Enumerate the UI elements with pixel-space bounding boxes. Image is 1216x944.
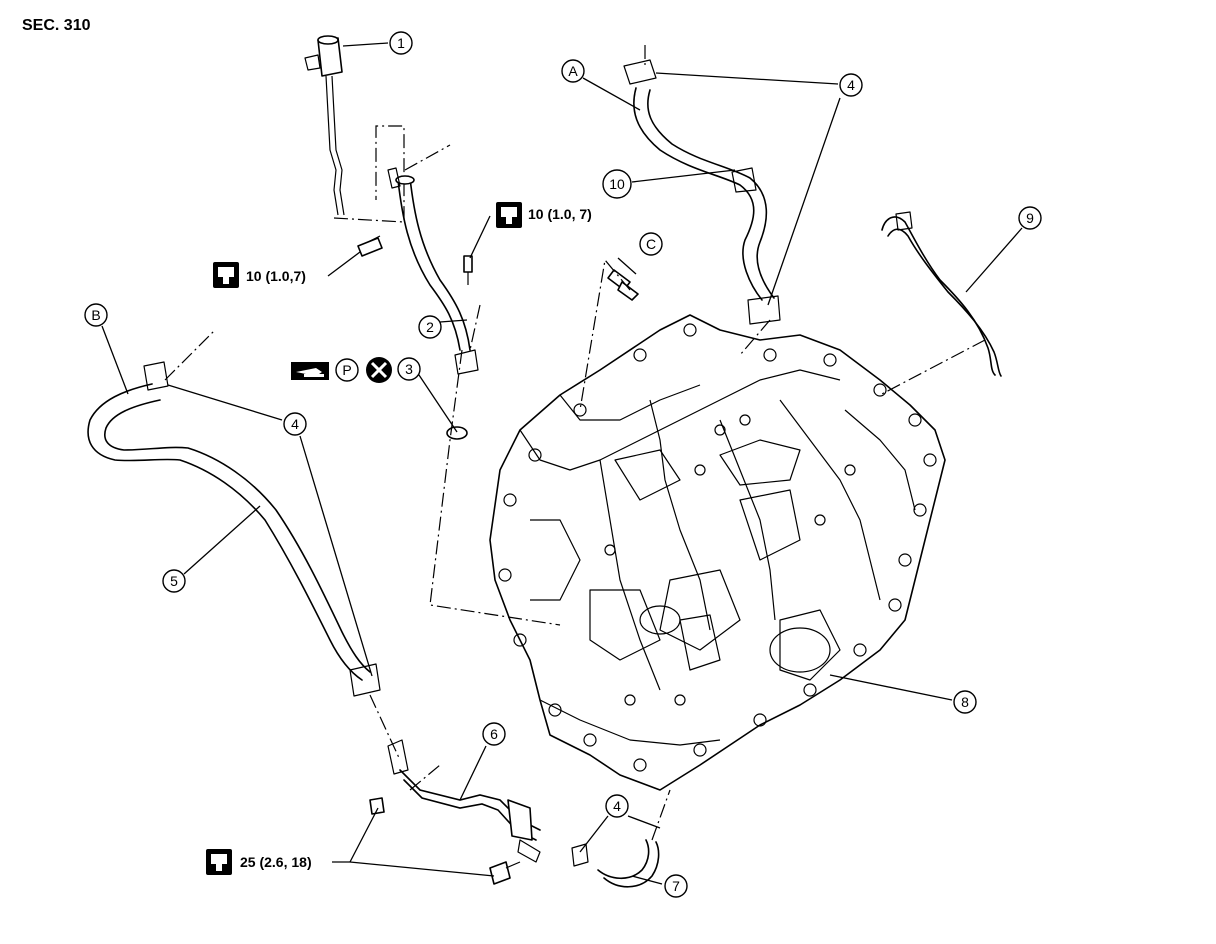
hose-5-bottom-dashline: [369, 694, 401, 761]
svg-text:P: P: [342, 362, 351, 378]
callout-3: 3: [397, 357, 421, 381]
callout-8: 8: [953, 690, 977, 714]
svg-text:6: 6: [490, 726, 498, 742]
bolt-gauge: [357, 235, 383, 257]
svg-text:4: 4: [291, 416, 299, 432]
svg-text:9: 9: [1026, 210, 1034, 226]
callout-7: 7: [664, 874, 688, 898]
part-9-fluid-cooler-hose: [881, 211, 1002, 377]
transaxle-assembly: [489, 314, 946, 791]
section-label: SEC. 310: [22, 17, 91, 34]
svg-text:25 (2.6, 18): 25 (2.6, 18): [240, 854, 312, 870]
svg-text:C: C: [646, 236, 656, 252]
callout-4-bottom: 4: [605, 794, 629, 818]
pipe-3-dashline: [469, 304, 481, 351]
svg-text:4: 4: [613, 798, 621, 814]
part-2-fluid-charging-pipe: [387, 167, 479, 375]
part-1-fluid-level-gauge: [304, 35, 345, 216]
callout-b: B: [84, 303, 108, 327]
callout-2: 2: [418, 315, 442, 339]
callout-4-top: 4: [839, 73, 863, 97]
part-5-fluid-cooler-hose: [87, 361, 381, 697]
gauge-assembly-dashline: [333, 125, 405, 223]
leader-lines: [101, 42, 1023, 885]
bolt-pipe: [463, 255, 473, 285]
bolt-tube-lower: [489, 861, 521, 885]
svg-text:2: 2: [426, 319, 434, 335]
callout-p: P: [335, 358, 359, 382]
tightening-torque-icon: [496, 202, 522, 228]
part-10-fluid-cooler-hose: [623, 59, 781, 325]
callout-1: 1: [389, 31, 413, 55]
bolt-c-dashline: [579, 258, 631, 411]
svg-text:10 (1.0, 7): 10 (1.0, 7): [528, 206, 592, 222]
part-7-fluid-cooler-hose: [571, 839, 660, 888]
tightening-torque-icon: [213, 262, 239, 288]
hose-9-dashline: [879, 339, 986, 396]
part-3-o-ring: [446, 426, 468, 440]
part-6-fluid-cooler-tube: [387, 739, 541, 863]
hose-10-bottom-dashline: [739, 319, 771, 356]
callout-5: 5: [162, 569, 186, 593]
svg-text:A: A: [568, 63, 578, 79]
svg-text:7: 7: [672, 878, 680, 894]
bolt-c: [607, 269, 639, 301]
svg-text:3: 3: [405, 361, 413, 377]
svg-text:4: 4: [847, 77, 855, 93]
callout-6: 6: [482, 722, 506, 746]
svg-text:5: 5: [170, 573, 178, 589]
torque-spec-2: 10 (1.0, 7): [496, 202, 592, 228]
bolt-tube-upper: [369, 797, 385, 815]
torque-spec-1: 10 (1.0,7): [213, 262, 306, 288]
svg-text:10 (1.0,7): 10 (1.0,7): [246, 268, 306, 284]
pipe-to-case-dashline: [429, 349, 561, 626]
hose-5-top-dashline: [164, 329, 216, 381]
tube-6-dashline: [409, 764, 441, 791]
svg-text:8: 8: [961, 694, 969, 710]
callout-9: 9: [1018, 206, 1042, 230]
do-not-reuse-icon: [366, 357, 392, 383]
svg-text:10: 10: [609, 176, 625, 192]
svg-text:1: 1: [397, 35, 405, 51]
hose-7-dashline: [651, 789, 671, 841]
callout-a: A: [561, 59, 585, 83]
callout-c: C: [639, 232, 663, 256]
callout-4-left: 4: [283, 412, 307, 436]
svg-text:B: B: [91, 307, 100, 323]
tightening-torque-icon: [206, 849, 232, 875]
apply-fluid-icon: [291, 362, 329, 380]
pipe-2-axis-line: [404, 144, 451, 171]
callout-10: 10: [602, 169, 632, 199]
torque-spec-3: 25 (2.6, 18): [206, 849, 312, 875]
